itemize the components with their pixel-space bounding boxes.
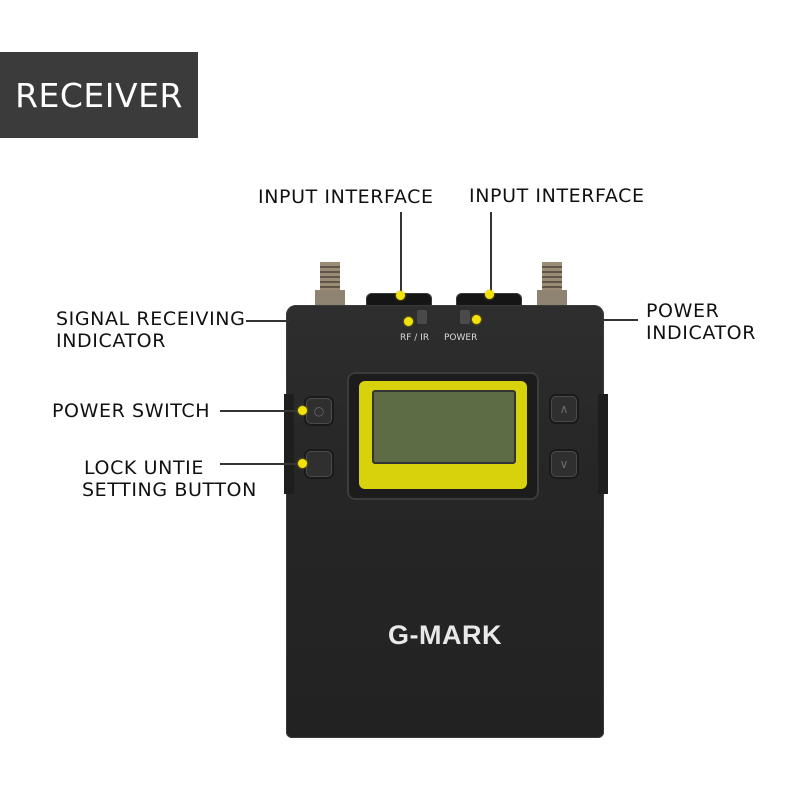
callout-dot-signal [404,317,413,326]
banner-title: RECEIVER [15,75,183,115]
label-power-indicator-line2: INDICATOR [646,322,757,344]
callout-dot-lock [298,459,307,468]
power-led [460,310,470,324]
up-arrow-icon: ∧ [559,402,569,416]
lock-untie-button[interactable] [306,451,332,477]
callout-line-power-switch [220,410,300,412]
device-body [286,305,604,738]
power-switch-button[interactable]: ○ [306,398,332,424]
down-button[interactable]: ∨ [551,451,577,477]
callout-dot-power-switch [298,406,307,415]
callout-line-signal [246,320,290,322]
right-side-tab [598,394,608,494]
callout-dot-input-left [396,291,405,300]
lcd-screen [372,390,516,464]
receiver-banner: RECEIVER [0,52,198,138]
label-signal-receiving-line1: SIGNAL RECEIVING [56,308,246,330]
callout-line-power-indicator [600,319,638,321]
label-power-switch: POWER SWITCH [52,400,211,422]
rf-ir-led [417,310,427,324]
power-led-label: POWER [444,333,478,343]
callout-line-input-right [490,212,492,294]
label-input-interface-right: INPUT INTERFACE [469,185,645,207]
label-power-indicator-line1: POWER [646,300,720,322]
power-key-icon: ○ [313,404,325,418]
up-button[interactable]: ∧ [551,396,577,422]
right-antenna-connector [537,262,567,308]
callout-dot-power-indicator [472,315,481,324]
brand-logo: G-MARK [388,620,502,650]
label-lock-untie-line1: LOCK UNTIE [84,457,204,479]
down-arrow-icon: ∨ [559,457,569,471]
label-signal-receiving-line2: INDICATOR [56,330,167,352]
left-antenna-connector [315,262,345,308]
label-lock-untie-line2: SETTING BUTTON [82,479,257,501]
left-side-tab [284,394,294,494]
callout-line-lock [220,463,300,465]
rf-ir-label: RF / IR [400,333,430,343]
callout-dot-input-right [485,290,494,299]
label-input-interface-left: INPUT INTERFACE [258,186,434,208]
callout-line-input-left [400,212,402,294]
